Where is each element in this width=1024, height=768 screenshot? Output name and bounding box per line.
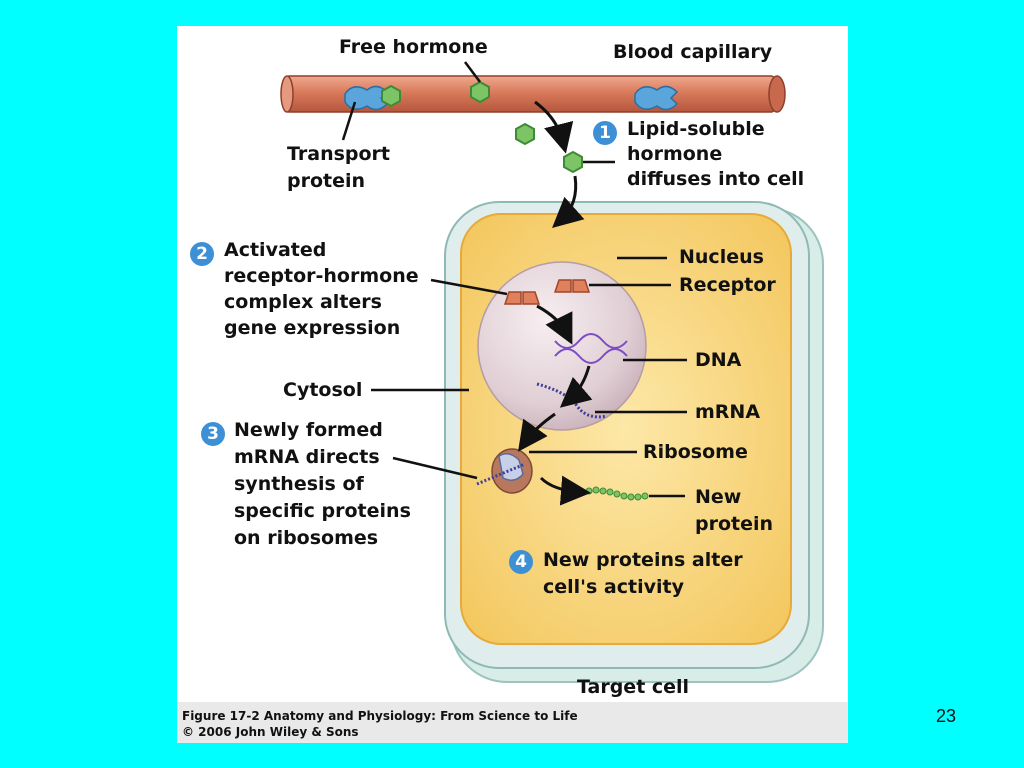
step-3-badge: 3 (201, 422, 225, 446)
cytosol-label: Cytosol (283, 379, 363, 401)
step-2-badge: 2 (190, 242, 214, 266)
step-1-badge: 1 (593, 121, 617, 145)
arrow-complex-to-dna (536, 304, 573, 345)
figure-panel: Free hormone Blood capillary Transport p… (177, 26, 848, 743)
new-protein-label-line2: protein (695, 513, 774, 535)
slide-number: 23 (936, 706, 957, 726)
hormone-icon (381, 84, 401, 108)
step-4-text-line1: New proteins alter (543, 549, 743, 571)
arrow-ribosome-to-protein (539, 475, 591, 506)
transport-protein-icon (344, 85, 389, 111)
hormone-icon (563, 150, 583, 174)
step-3-text-line4: specific proteins (234, 500, 411, 522)
figure-caption: Figure 17-2 Anatomy and Physiology: From… (177, 702, 848, 743)
target-cell-label: Target cell (577, 676, 690, 698)
dna-label: DNA (695, 349, 742, 371)
nucleus-label: Nucleus (679, 246, 764, 268)
caption-line-1: Figure 17-2 Anatomy and Physiology: From… (182, 709, 578, 723)
step-2-text-line1: Activated (224, 239, 327, 261)
step-3-text-line2: mRNA directs (234, 446, 380, 468)
arrow-diffusion-2 (552, 175, 585, 228)
step-1-text-line2: hormone (627, 143, 723, 165)
hormone-icon (470, 80, 490, 104)
ribosome-icon (476, 448, 533, 494)
caption-line-2: © 2006 John Wiley & Sons (182, 725, 359, 739)
step-3-text-line3: synthesis of (234, 473, 364, 495)
mrna-label: mRNA (695, 401, 761, 423)
step-2-text-line3: complex alters (224, 291, 382, 313)
step-2-text-line2: receptor-hormone (224, 265, 419, 287)
free-hormone-label: Free hormone (339, 36, 488, 58)
step-1-text-line1: Lipid-soluble (627, 118, 765, 140)
step-1-text-line3: diffuses into cell (627, 168, 805, 190)
arrow-diffusion-1 (534, 100, 574, 154)
receptor-icon (503, 291, 541, 305)
leader-step-2 (430, 278, 508, 296)
hormone-icon (515, 122, 535, 146)
step-4-badge: 4 (509, 550, 533, 574)
blood-capillary-label: Blood capillary (613, 41, 773, 63)
dna-icon (554, 333, 628, 364)
leader-transport-protein (341, 101, 357, 141)
ribosome-label: Ribosome (643, 441, 748, 463)
new-protein-icon (585, 486, 649, 501)
arrow-mrna-to-ribosome (518, 412, 556, 452)
transport-protein-icon (634, 85, 679, 111)
mrna-icon (536, 382, 608, 419)
step-3-text-line5: on ribosomes (234, 527, 379, 549)
receptor-label: Receptor (679, 274, 776, 296)
step-4-text-line2: cell's activity (543, 576, 684, 598)
transport-protein-label-line1: Transport (287, 143, 391, 165)
transport-protein-label-line2: protein (287, 170, 366, 192)
new-protein-label-line1: New (695, 486, 742, 508)
step-2-text-line4: gene expression (224, 317, 401, 339)
arrow-dna-to-mrna (559, 365, 593, 408)
receptor-icon (553, 279, 591, 293)
leader-step-3 (392, 456, 478, 480)
leader-free-hormone (464, 61, 481, 83)
diagram-graphic (280, 61, 824, 683)
step-3-text-line1: Newly formed (234, 419, 383, 441)
